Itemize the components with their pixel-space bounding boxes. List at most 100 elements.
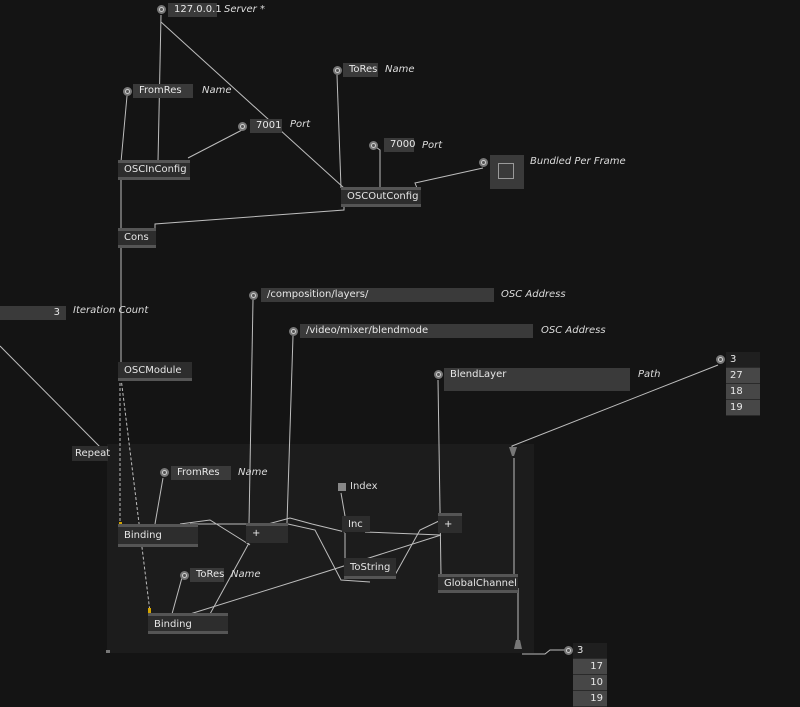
tores-top-value[interactable]: ToRes [343, 63, 378, 77]
output-pins [344, 576, 396, 579]
wire [179, 519, 251, 546]
osc-address1-label: OSC Address [501, 289, 566, 300]
wire [187, 129, 243, 159]
region-corner [106, 650, 110, 653]
iteration-count-value[interactable]: 3 [0, 306, 66, 320]
iteration-count-label: Iteration Count [73, 305, 149, 316]
input-pins [438, 574, 518, 577]
wire [372, 144, 381, 188]
port-in-value[interactable]: 7001 [250, 119, 282, 133]
cons-node[interactable]: Cons [118, 228, 156, 248]
tores-inner-label: Name [231, 569, 261, 580]
output-pins [341, 204, 421, 207]
server-ip-pin[interactable] [157, 5, 166, 14]
oscmodule-title: OSCModule [124, 365, 182, 376]
oscmodule-node[interactable]: OSCModule [118, 362, 192, 381]
server-ip-value[interactable]: 127.0.0.1 [168, 3, 222, 17]
port-out-value[interactable]: 7000 [384, 138, 415, 152]
plus2-title: + [444, 519, 453, 530]
tores-inner-pin[interactable] [180, 571, 189, 580]
osc-address2-pin[interactable] [289, 327, 298, 336]
spread-bottom[interactable]: 3 17 10 19 [573, 643, 607, 707]
toggle-box-icon [498, 163, 514, 179]
osc-address1-value[interactable]: /composition/layers/ [261, 288, 494, 302]
bundled-toggle[interactable] [490, 155, 524, 189]
binding-node-1[interactable]: Binding [118, 524, 198, 547]
input-pins [148, 613, 228, 616]
port-in-label: Port [290, 119, 311, 130]
spread-top-cell[interactable]: 27 [726, 368, 760, 384]
spread-top-cell[interactable]: 19 [726, 400, 760, 416]
input-pins [341, 187, 421, 190]
binding1-title: Binding [124, 530, 162, 541]
wire [248, 299, 254, 525]
binding-active-marker [148, 608, 151, 614]
index-icon [338, 483, 346, 491]
wire [336, 74, 342, 189]
wire [154, 205, 345, 229]
fromres-inner-pin[interactable] [160, 468, 169, 477]
tores-top-pin[interactable] [333, 66, 342, 75]
plus-node-2[interactable]: + [438, 513, 462, 533]
blendlayer-pin[interactable] [434, 370, 443, 379]
spread-bottom-cell[interactable]: 17 [573, 659, 607, 675]
osc-address2-label: OSC Address [541, 325, 606, 336]
wire [286, 335, 294, 524]
output-pins [118, 177, 190, 180]
output-pins [148, 631, 228, 634]
binding2-title: Binding [154, 619, 192, 630]
spread-bottom-pin[interactable] [564, 646, 573, 655]
spread-bottom-cell[interactable]: 10 [573, 675, 607, 691]
wire [0, 345, 108, 455]
tores-inner-value[interactable]: ToRes [190, 568, 224, 582]
dashed-wire [120, 377, 151, 613]
spread-bottom-cell[interactable]: 19 [573, 691, 607, 707]
output-pins [118, 378, 192, 381]
wire [120, 95, 128, 163]
bundled-pin[interactable] [479, 158, 488, 167]
cons-title: Cons [124, 232, 149, 243]
osc-address1-pin[interactable] [249, 291, 258, 300]
binding-node-2[interactable]: Binding [148, 613, 228, 634]
repeat-node[interactable]: Repeat [72, 446, 110, 461]
wire [287, 523, 371, 583]
globalchannel-node[interactable]: GlobalChannel [438, 574, 518, 593]
output-pins [118, 245, 156, 248]
plus-node-1[interactable]: + [246, 523, 288, 543]
wire [522, 649, 567, 655]
bundled-label: Bundled Per Frame [530, 156, 626, 167]
wire [394, 519, 442, 576]
repeat-input-marker [509, 447, 517, 456]
spread-bottom-cell[interactable]: 3 [573, 643, 607, 659]
port-out-pin[interactable] [369, 141, 378, 150]
oscoutconfig-title: OSCOutConfig [347, 191, 419, 202]
fromres-inner-label: Name [238, 467, 268, 478]
tores-top-label: Name [385, 64, 415, 75]
spread-top[interactable]: 3 27 18 19 [726, 352, 760, 416]
blendlayer-value[interactable]: BlendLayer [444, 368, 630, 391]
blendlayer-label: Path [638, 369, 661, 380]
output-pins [118, 544, 198, 547]
osc-address2-value[interactable]: /video/mixer/blendmode [300, 324, 533, 338]
input-pins [118, 160, 190, 163]
fromres-inner-value[interactable]: FromRes [171, 466, 231, 480]
fromres-top-value[interactable]: FromRes [133, 84, 193, 98]
oscinconfig-title: OSCInConfig [124, 164, 187, 175]
spread-top-pin[interactable] [716, 355, 725, 364]
wire [414, 167, 484, 189]
port-in-pin[interactable] [238, 122, 247, 131]
spread-top-cell[interactable]: 3 [726, 352, 760, 368]
oscinconfig-node[interactable]: OSCInConfig [118, 160, 190, 180]
fromres-top-label: Name [202, 85, 232, 96]
wire [209, 542, 250, 615]
tostring-node[interactable]: ToString [344, 558, 396, 579]
oscoutconfig-node[interactable]: OSCOutConfig [341, 187, 421, 207]
input-pins [118, 228, 156, 231]
fromres-top-pin[interactable] [123, 87, 132, 96]
wire [364, 531, 442, 536]
spread-top-cell[interactable]: 18 [726, 384, 760, 400]
inc-node[interactable]: Inc [342, 516, 370, 532]
wire [160, 21, 345, 189]
